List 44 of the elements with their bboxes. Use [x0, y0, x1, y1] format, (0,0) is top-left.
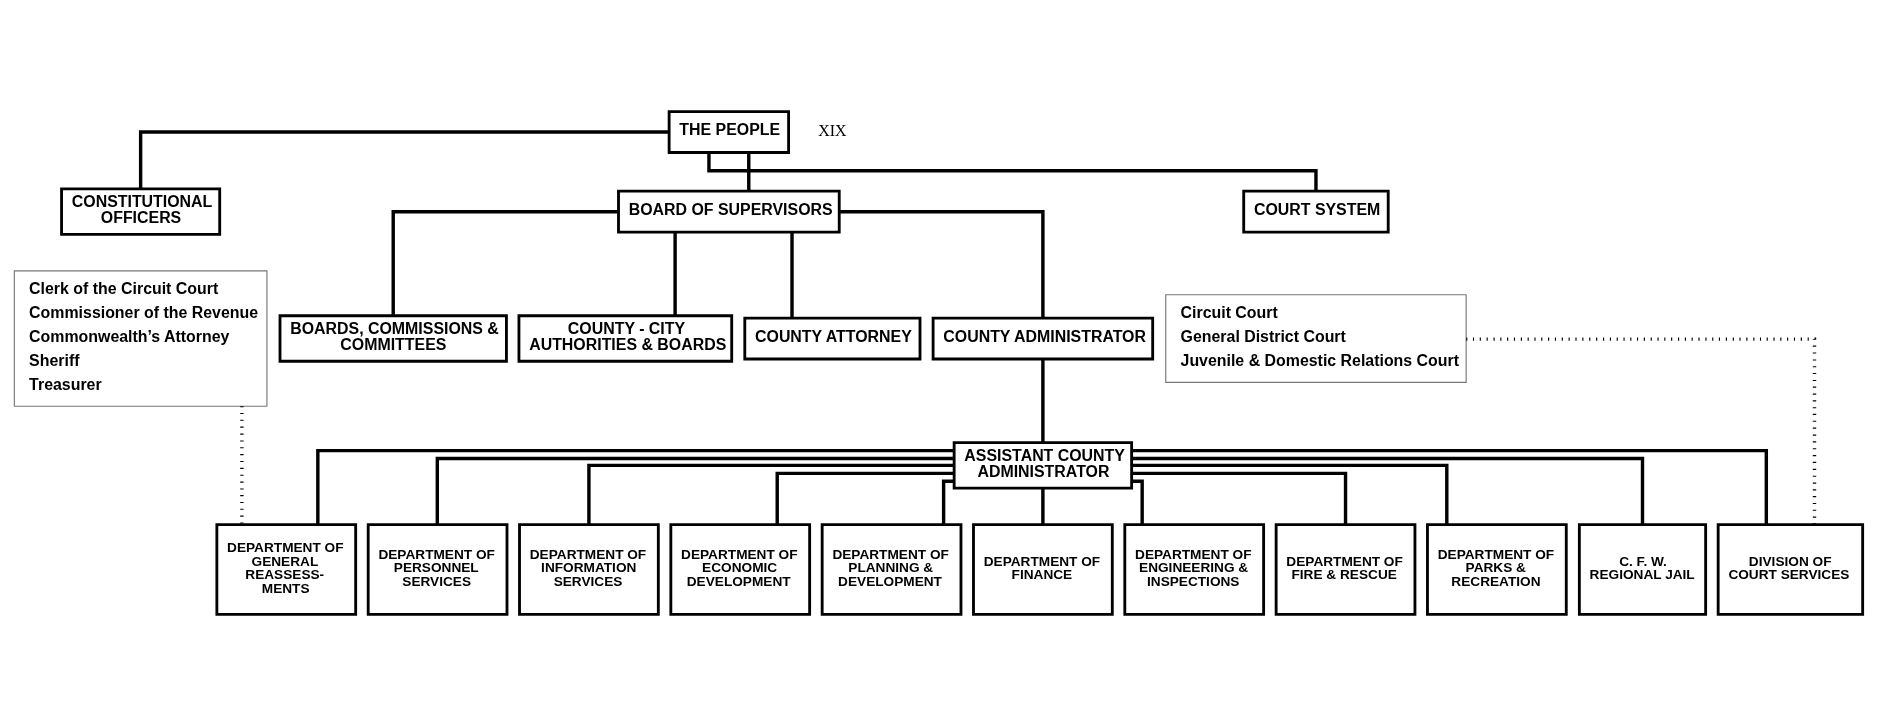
node-box: CONSTITUTIONAL OFFICERS — [60, 187, 222, 236]
node-box: DEPARTMENT OF PERSONNEL SERVICES — [366, 523, 509, 616]
connector — [1132, 463, 1449, 525]
connector — [1131, 456, 1645, 525]
connector — [435, 456, 954, 525]
node-box: COURT SYSTEM — [1242, 189, 1390, 234]
node-box: BOARDS, COMMISSIONS & COMMITTEES — [278, 314, 508, 363]
node-box: DIVISION OF COURT SERVICES — [1716, 523, 1865, 616]
node-box: DEPARTMENT OF ENGINEERING & INSPECTIONS — [1123, 523, 1266, 616]
node-box: Clerk of the Circuit Court Commissioner of the Revenue Commonwealth’s Attorney Sheriff Treasurer — [13, 270, 268, 407]
connector — [941, 479, 954, 525]
node-box: C. F. W. REGIONAL JAIL — [1577, 523, 1708, 616]
connector — [747, 152, 751, 191]
node-box: ASSISTANT COUNTY ADMINISTRATOR — [952, 441, 1134, 490]
connector — [775, 471, 955, 525]
node-box: COUNTY ATTORNEY — [743, 316, 922, 361]
connector — [1041, 359, 1045, 443]
node-box: BOARD OF SUPERVISORS — [617, 189, 841, 234]
node-box: DEPARTMENT OF ECONOMIC DEVELOPMENT — [669, 523, 812, 616]
node-box: THE PEOPLE — [667, 110, 790, 154]
connector — [138, 130, 669, 189]
node-box: Circuit Court General District Court Juvenile & Domestic Relations Court — [1165, 294, 1467, 383]
connector — [391, 209, 619, 316]
connector — [1131, 471, 1348, 525]
connector — [790, 232, 794, 318]
connector — [673, 232, 677, 316]
connector — [316, 448, 954, 525]
connector — [1466, 337, 1817, 525]
node-box: DEPARTMENT OF PARKS & RECREATION — [1426, 523, 1568, 616]
node-box: DEPARTMENT OF INFORMATION SERVICES — [518, 523, 660, 616]
node-box: COUNTY ADMINISTRATOR — [931, 316, 1155, 361]
connector — [1131, 448, 1769, 525]
label: XIX — [818, 122, 847, 140]
connector — [587, 463, 954, 525]
connector — [240, 406, 244, 525]
node-box: DEPARTMENT OF PLANNING & DEVELOPMENT — [820, 523, 963, 616]
node-box: DEPARTMENT OF FIRE & RESCUE — [1274, 523, 1417, 616]
node-box: DEPARTMENT OF FINANCE — [972, 523, 1114, 616]
connector — [839, 209, 1045, 318]
node-box: DEPARTMENT OF GENERAL REASSESS- MENTS — [215, 523, 358, 616]
connector — [1041, 488, 1045, 525]
node-box: COUNTY - CITY AUTHORITIES & BOARDS — [517, 314, 734, 363]
connector — [707, 152, 1318, 191]
connector — [1131, 479, 1144, 525]
